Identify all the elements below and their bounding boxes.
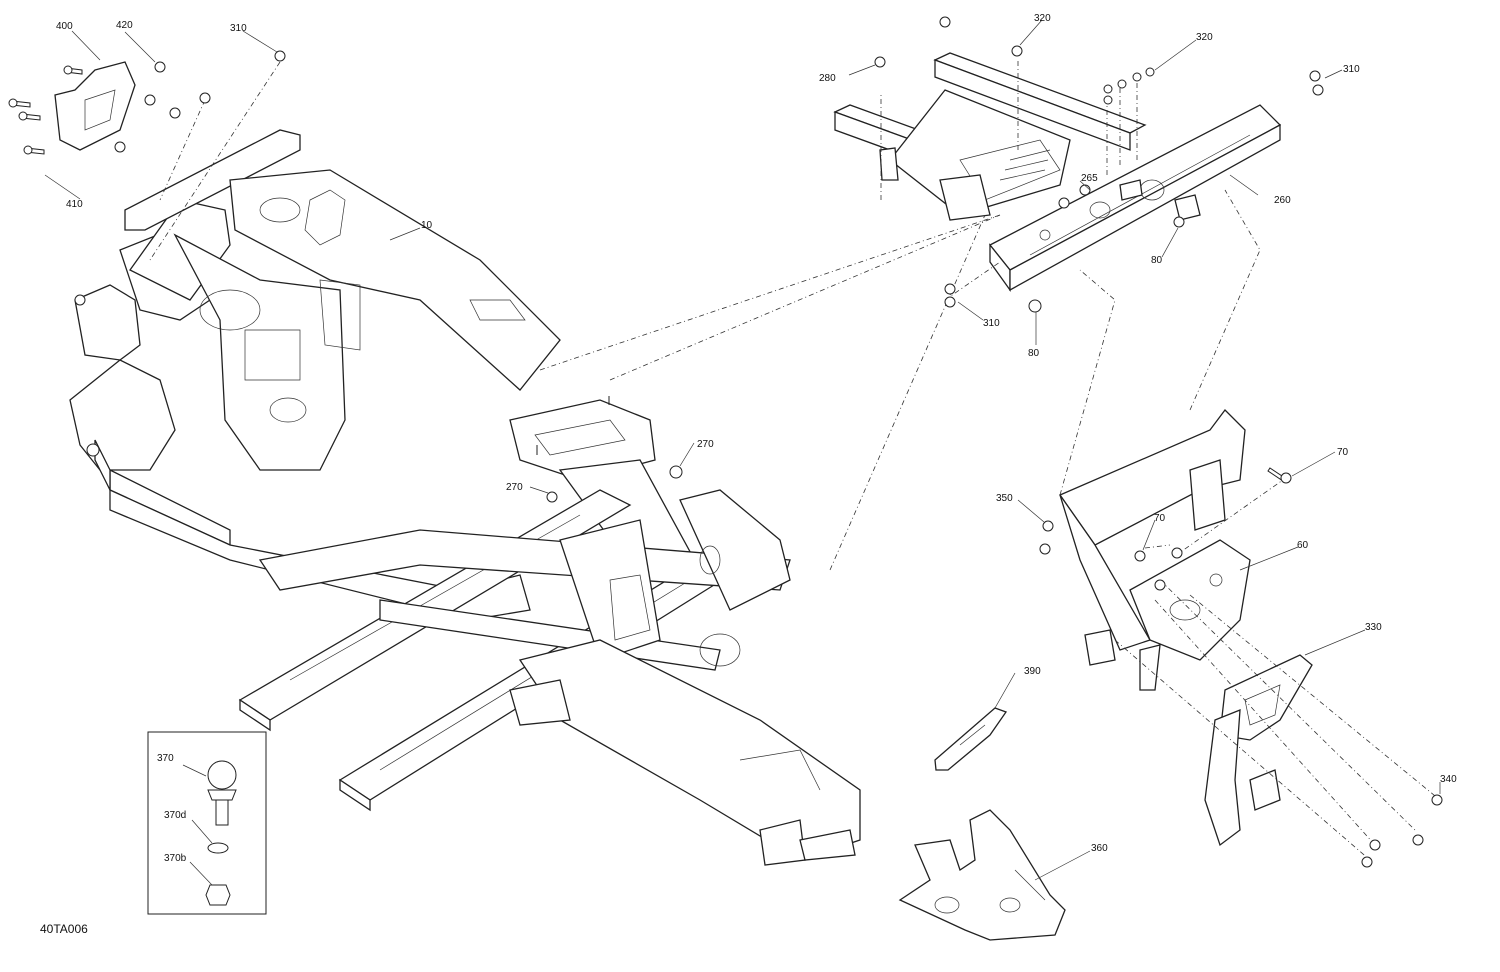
callout-265: 265: [1081, 173, 1098, 184]
callout-390: 390: [1024, 666, 1041, 677]
callout-310-right: 310: [1343, 64, 1360, 75]
hitch-ball: [207, 760, 237, 790]
callout-270-right: 270: [697, 439, 714, 450]
callout-360: 360: [1091, 843, 1108, 854]
callout-280: 280: [819, 73, 836, 84]
assembly-lines: [149, 60, 1441, 861]
figure-reference-code: 40TA006: [40, 922, 88, 936]
callout-70-lower: 70: [1154, 513, 1166, 524]
main-frame: [69, 129, 861, 866]
callout-410: 410: [66, 199, 83, 210]
hardware-fasteners: [8, 16, 1443, 868]
callout-80-upper: 80: [1151, 255, 1163, 266]
callout-310-center: 310: [983, 318, 1000, 329]
callout-350: 350: [996, 493, 1013, 504]
gasket-390: [934, 707, 1008, 771]
callout-70-upper: 70: [1337, 447, 1349, 458]
callout-270-left: 270: [506, 482, 523, 493]
washer-370d: [207, 842, 229, 854]
callout-60: 60: [1297, 540, 1309, 551]
callout-10: 10: [421, 220, 433, 231]
callout-370: 370: [157, 753, 174, 764]
callout-370b: 370b: [164, 853, 187, 864]
callout-340: 340: [1440, 774, 1457, 785]
hitch-ball-inset: [147, 731, 267, 915]
bracket-360: [898, 809, 1066, 941]
callout-260: 260: [1274, 195, 1291, 206]
bracket-400: [54, 61, 136, 151]
leader-lines: [44, 19, 1441, 881]
plate-330: [1204, 654, 1313, 847]
callout-310-left: 310: [230, 23, 247, 34]
callout-400: 400: [56, 21, 73, 32]
callout-420: 420: [116, 20, 133, 31]
bracket-60: [1059, 409, 1251, 691]
nut-370b: [205, 884, 231, 906]
callout-370d: 370d: [164, 810, 186, 821]
callout-80-lower: 80: [1028, 348, 1040, 359]
rear-subframe: [833, 52, 1282, 293]
callout-labels: 400 420 310 410 10 280 320 320 310 260 2…: [56, 13, 1457, 864]
callout-320-left: 320: [1034, 13, 1051, 24]
inset-frame: [147, 731, 267, 915]
callout-330: 330: [1365, 622, 1382, 633]
callout-320-right: 320: [1196, 32, 1213, 43]
